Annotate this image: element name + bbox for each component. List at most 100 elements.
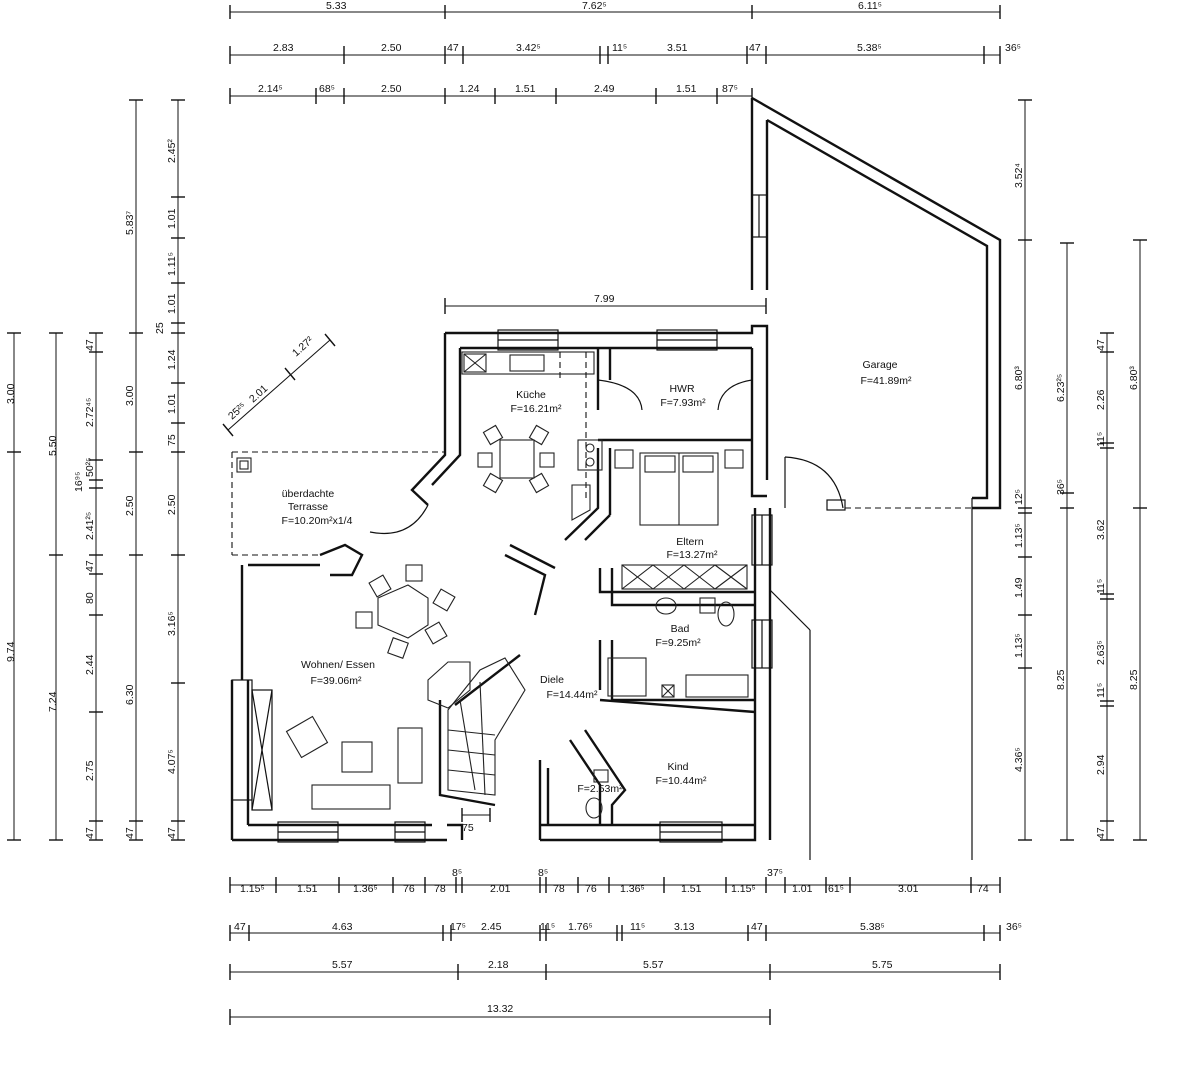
dim-label: 7.99	[594, 293, 615, 305]
room-name-kueche: Küche	[516, 389, 546, 401]
room-area-wohnen: F=39.06m²	[310, 675, 362, 687]
dim-label: 1.01	[166, 293, 178, 314]
dim-label: 2.49	[594, 83, 615, 95]
dim-label: 75	[166, 434, 178, 446]
dim-label: 5.57	[643, 959, 664, 971]
dim-label: 11⁵	[1095, 579, 1107, 594]
dim-label: 47	[84, 560, 96, 572]
dim-label: 78	[553, 883, 565, 895]
room-area-kind: F=10.44m²	[655, 775, 707, 787]
dim-label: 36⁵	[1006, 921, 1022, 933]
room-area-eltern: F=13.27m²	[666, 549, 718, 561]
dim-label: 1.76⁵	[568, 921, 593, 933]
dim-label: 68⁵	[319, 83, 335, 95]
dim-label: 5.50	[47, 435, 59, 456]
dim-label: 4.07⁵	[166, 749, 178, 774]
dim-label: 47	[84, 339, 96, 351]
dim-label: 3.62	[1095, 519, 1107, 540]
room-area-kueche: F=16.21m²	[510, 403, 562, 415]
dim-label: 6.80³	[1128, 366, 1140, 390]
dim-label: 47	[166, 827, 178, 839]
dim-label: 1.01	[166, 393, 178, 414]
room-name-eltern: Eltern	[676, 536, 704, 548]
dim-label: 2.50	[124, 495, 136, 516]
dim-label: 36⁵	[1055, 479, 1067, 495]
dim-label: 2.45²	[166, 139, 178, 163]
room-name-terrasse: überdachte	[282, 488, 335, 500]
dim-label: 36⁵	[1005, 42, 1021, 54]
dim-label: 2.83	[273, 42, 294, 54]
dimension-right: 3.52⁴ 6.80³ 12⁵ 1.13⁵ 1.49 1.13⁵ 4.36⁵ 6…	[1013, 99, 1147, 841]
dim-label: 1.01	[792, 883, 813, 895]
dim-label: 1.51	[676, 83, 697, 95]
dim-label: 4.36⁵	[1013, 747, 1025, 772]
dimension-left: 3.00 9.74 5.50 7.24 47 2.72⁴⁵ 50²⁵ 16⁹⁵ …	[5, 99, 185, 841]
dim-label: 5.38⁵	[860, 921, 885, 933]
dim-label: 75	[462, 822, 474, 834]
dim-label: 76	[403, 883, 415, 895]
room-area-diele: F=14.44m²	[546, 689, 598, 701]
room-area-bad: F=9.25m²	[655, 637, 701, 649]
dim-label: 6.23²⁵	[1055, 374, 1067, 402]
dim-label: 16⁹⁵	[73, 471, 85, 492]
room-name-wohnen: Wohnen/ Essen	[301, 659, 375, 671]
dim-label: 50²⁵	[84, 457, 96, 477]
dim-label: 6.80³	[1013, 366, 1025, 390]
dim-label: 47	[447, 42, 459, 54]
dim-label: 1.11⁵	[166, 252, 178, 276]
dim-label: 2.63⁵	[1095, 640, 1107, 665]
room-name-diele: Diele	[540, 674, 564, 686]
dim-label: 1.36⁵	[620, 883, 645, 895]
dim-label: 74	[977, 883, 989, 895]
room-name-terrasse-2: Terrasse	[288, 501, 328, 513]
dim-label: 1.24	[166, 349, 178, 370]
dim-label: 80	[84, 592, 96, 604]
room-name-hwr: HWR	[669, 383, 694, 395]
dim-label: 3.16⁵	[166, 611, 178, 636]
dim-label: 2.75	[84, 760, 96, 781]
dim-label: 47	[84, 827, 96, 839]
dim-label: 47	[1095, 827, 1107, 839]
dim-label: 25	[154, 322, 166, 334]
dim-label: 3.42⁵	[516, 42, 541, 54]
dim-label: 8⁵	[452, 867, 462, 879]
dim-label: 47	[124, 827, 136, 839]
dimension-top: 5.33 7.62⁵ 6.11⁵ 2.83 2.50 47 3.42⁵ 11⁵ …	[229, 0, 1021, 314]
dim-label: 1.13⁵	[1013, 633, 1025, 658]
dim-label: 3.00	[5, 383, 17, 404]
dim-label: 2.26	[1095, 389, 1107, 410]
dim-label: 1.51	[297, 883, 318, 895]
dim-label: 47	[749, 42, 761, 54]
dim-label: 13.32	[487, 1003, 513, 1015]
dim-label: 3.13	[674, 921, 695, 933]
dim-label: 2.72⁴⁵	[84, 398, 96, 427]
room-area-terrasse: F=10.20m²x1/4	[282, 515, 353, 527]
dim-label: 1.15⁵	[731, 883, 756, 895]
dim-label: 1.51	[681, 883, 702, 895]
dim-label: 11⁵	[540, 921, 555, 933]
dim-label: 1.24	[459, 83, 480, 95]
room-area-garage: F=41.89m²	[860, 375, 912, 387]
dim-label: 78	[434, 883, 446, 895]
dim-label: 8.25	[1055, 669, 1067, 690]
dim-label: 5.75	[872, 959, 893, 971]
dim-label: 8.25	[1128, 669, 1140, 690]
dim-label: 76	[585, 883, 597, 895]
dim-label: 4.63	[332, 921, 353, 933]
dim-label: 2.50	[166, 494, 178, 515]
room-name-bad: Bad	[671, 623, 690, 635]
room-labels: Garage F=41.89m² HWR F=7.93m² Küche F=16…	[282, 359, 912, 795]
dim-label: 1.13⁵	[1013, 523, 1025, 548]
dim-label: 5.57	[332, 959, 353, 971]
dim-label: 8⁵	[538, 867, 548, 879]
dim-label: 1.51	[515, 83, 536, 95]
dim-label: 1.01	[166, 208, 178, 229]
dim-label: 2.45	[481, 921, 502, 933]
dim-label: 2.50	[381, 83, 402, 95]
room-area-hwr: F=7.93m²	[660, 397, 706, 409]
dim-label: 1.15⁵	[240, 883, 265, 895]
dim-label: 61⁵	[828, 883, 844, 895]
dim-label: 2.94	[1095, 754, 1107, 775]
dim-label: 87⁵	[722, 83, 738, 95]
dim-label: 47	[1095, 339, 1107, 351]
